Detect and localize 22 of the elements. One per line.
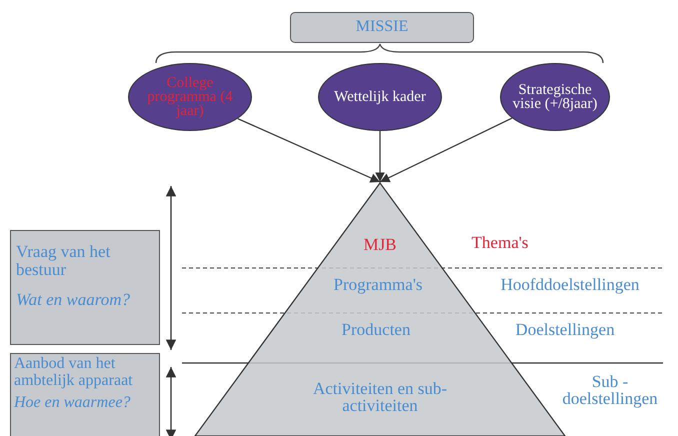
box-question: Hoe en waarmee? xyxy=(14,394,130,412)
level-label: Doelstellingen xyxy=(514,321,616,338)
level-label: MJB xyxy=(362,236,398,253)
arrow xyxy=(238,118,380,183)
ellipse-label: Wettelijk kader xyxy=(333,90,427,104)
ellipse-label: Strategische visie (+/8jaar) xyxy=(512,83,598,111)
mission-box xyxy=(290,12,474,43)
box-heading: Aanbod van het ambtelijk apparaat xyxy=(14,356,134,390)
question-box xyxy=(10,230,160,345)
box-heading: Vraag van het bestuur xyxy=(16,243,112,279)
level-label: Thema's xyxy=(470,234,530,251)
level-label: Programma's xyxy=(332,276,424,293)
box-title: MISSIE xyxy=(356,19,408,36)
level-label: Producten xyxy=(340,321,412,338)
level-label: Sub - doelstellingen xyxy=(561,373,659,407)
question-box xyxy=(10,353,160,436)
level-label: Activiteiten en sub- activiteiten xyxy=(312,380,448,414)
arrow xyxy=(375,131,385,182)
level-label: Hoofddoelstellingen xyxy=(500,276,640,293)
ellipse-label: College programma (4 jaar) xyxy=(146,76,234,118)
arrow xyxy=(380,118,512,183)
box-question: Wat en waarom? xyxy=(16,290,130,309)
